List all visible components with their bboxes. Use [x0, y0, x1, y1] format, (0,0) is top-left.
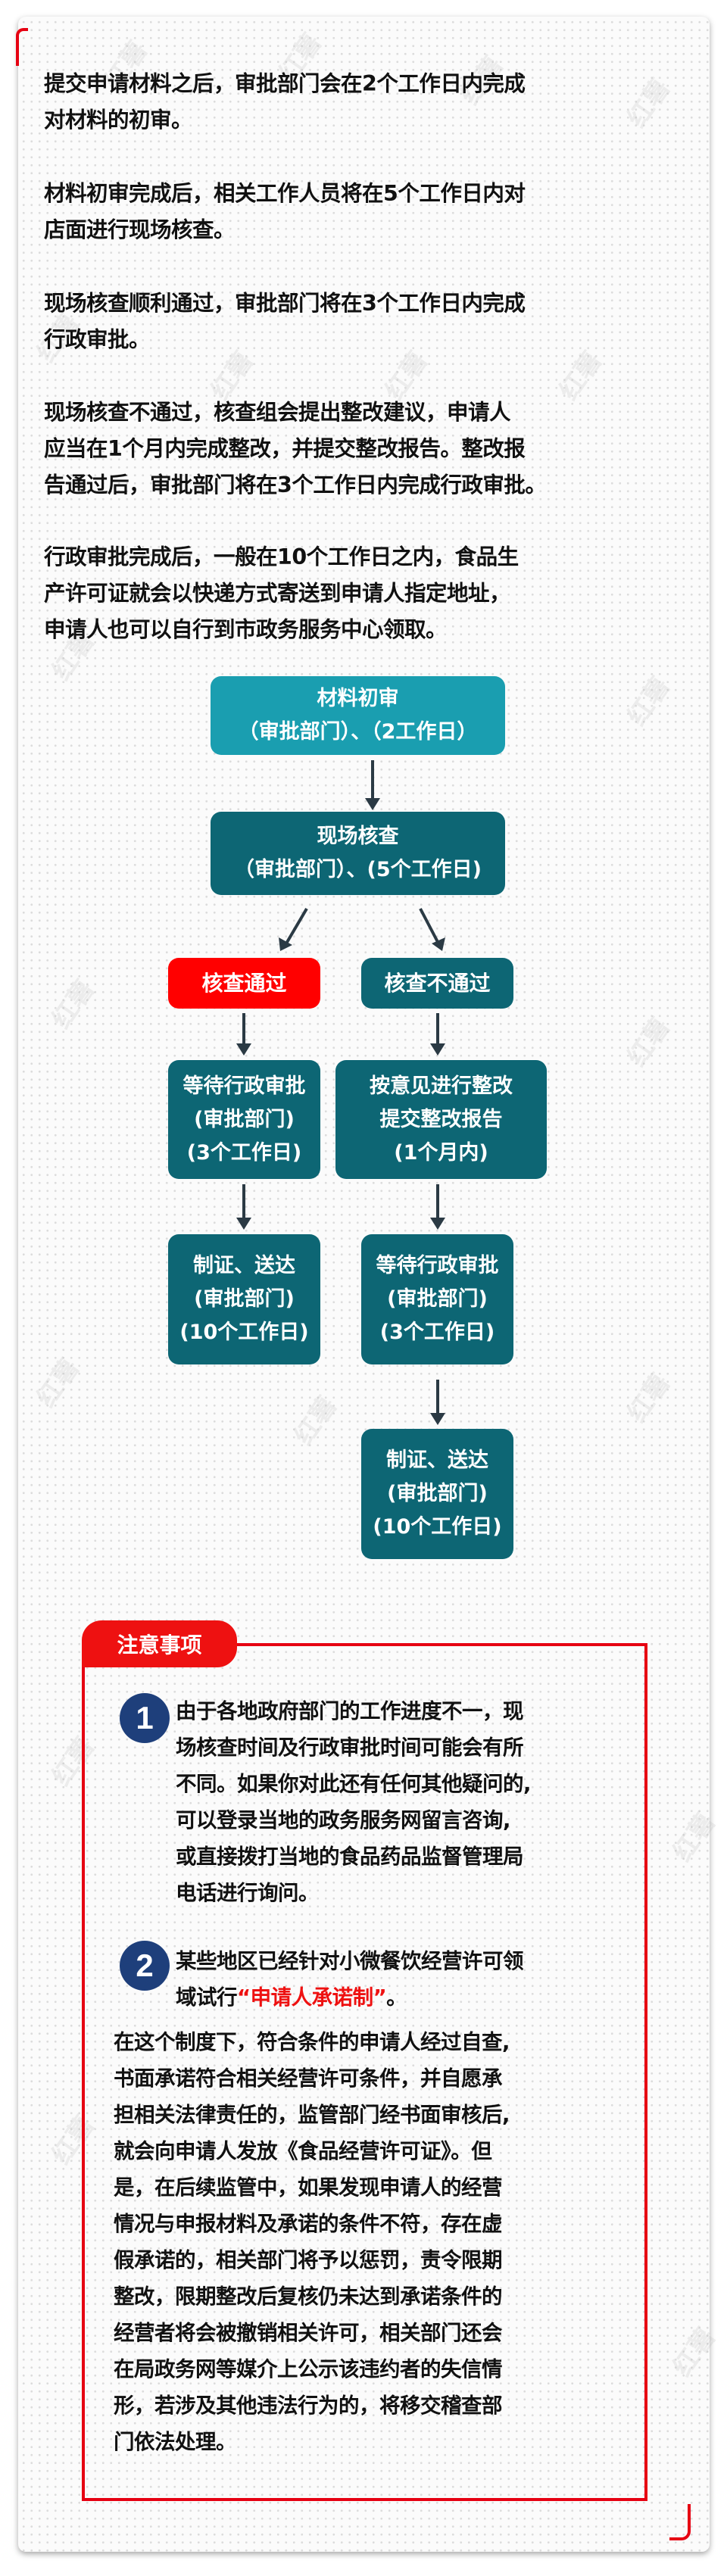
number-badge-1: 1 [120, 1693, 170, 1743]
step-detail: （审批部门）、（2工作日） [238, 720, 478, 744]
notice-detail: 在这个制度下，符合条件的申请人经过自查, 书面承诺符合相关经营许可条件，并自愿承… [114, 2024, 636, 2460]
step-title: 等待行政审批 [376, 1254, 499, 1277]
intro-paragraph-1: 提交申请材料之后，审批部门会在2个工作日内完成 对材料的初审。 [44, 66, 650, 139]
step-title: 材料初审 [317, 687, 399, 710]
arrow-down-icon [236, 1013, 251, 1056]
intro-paragraph-4: 现场核查不通过，核查组会提出整改建议，申请人 应当在1个月内完成整改，并提交整改… [44, 395, 650, 504]
paragraph-line: 行政审批。 [44, 327, 151, 352]
step-pass-wait-approval: 等待行政审批 (审批部门) (3个工作日) [168, 1060, 320, 1179]
notice-detail-line: 经营者将会被撤销相关许可，相关部门还会 [114, 2321, 503, 2345]
paragraph-line: 提交申请材料之后，审批部门会在2个工作日内完成 [44, 71, 526, 96]
notice-box [82, 1643, 647, 2501]
notice-line: 或直接拨打当地的食品药品监督管理局 [176, 1845, 524, 1869]
paragraph-line: 现场核查不通过，核查组会提出整改建议，申请人 [44, 400, 511, 425]
branch-fail-label: 核查不通过 [384, 970, 491, 996]
notice-title: 注意事项 [82, 1620, 237, 1667]
arrow-down-icon [236, 1184, 251, 1230]
paragraph-line: 申请人也可以自行到市政务服务中心领取。 [44, 617, 448, 642]
paragraph-line: 对材料的初审。 [44, 108, 193, 133]
notice-detail-line: 整改，限期整改后复核仍未达到承诺条件的 [114, 2284, 503, 2309]
arrow-down-icon [365, 760, 380, 810]
notice-line: 电话进行询问。 [176, 1881, 320, 1905]
notice-detail-line: 是，在后续监管中，如果发现申请人的经营 [114, 2175, 503, 2200]
step-title: 制证、送达 [386, 1449, 488, 1472]
highlight-applicant-commitment: “申请人承诺制” [237, 1985, 387, 2010]
paragraph-line: 告通过后，审批部门将在3个工作日内完成行政审批。 [44, 472, 547, 497]
number-badge-2: 2 [120, 1941, 170, 1991]
notice-line: 域试行“申请人承诺制”。 [176, 1979, 630, 2016]
paragraph-line: 店面进行现场核查。 [44, 217, 236, 242]
step-duration: (10个工作日) [179, 1321, 309, 1344]
paragraph-line: 现场核查顺利通过，审批部门将在3个工作日内完成 [44, 291, 526, 316]
step-duration: (10个工作日) [373, 1515, 502, 1539]
arrow-down-icon [430, 1184, 445, 1230]
arrow-down-icon [430, 1380, 445, 1425]
step-fail-issue-deliver: 制证、送达 (审批部门) (10个工作日) [361, 1429, 513, 1559]
paragraph-line: 行政审批完成后，一般在10个工作日之内，食品生 [44, 544, 519, 569]
arrow-down-icon [430, 1013, 445, 1056]
step-dept: (审批部门) [194, 1287, 295, 1311]
notice-line-suffix: 。 [386, 1985, 407, 2010]
step-duration: (1个月内) [394, 1140, 488, 1165]
step-dept: (审批部门) [194, 1107, 295, 1131]
notice-detail-line: 情况与申报材料及承诺的条件不符，存在虚 [114, 2212, 503, 2236]
paragraph-line: 产许可证就会以快递方式寄送到申请人指定地址， [44, 581, 511, 606]
branch-fail-badge: 核查不通过 [361, 958, 513, 1009]
notice-detail-line: 形，若涉及其他违法行为的，将移交稽查部 [114, 2394, 503, 2418]
step-duration: (3个工作日) [186, 1140, 302, 1165]
notice-detail-line: 担相关法律责任的，监管部门经书面审核后, [114, 2103, 510, 2127]
corner-bracket-top-left [16, 28, 28, 66]
notice-title-label: 注意事项 [117, 1633, 202, 1658]
notice-line-prefix: 域试行 [176, 1985, 238, 2010]
notice-detail-line: 在这个制度下，符合条件的申请人经过自查, [114, 2030, 510, 2054]
notice-line: 可以登录当地的政务服务网留言咨询, [176, 1808, 510, 1832]
notice-item-1: 由于各地政府部门的工作进度不一，现 场核查时间及行政审批时间可能会有所 不同。如… [176, 1693, 630, 1911]
badge-number: 1 [136, 1700, 154, 1736]
notice-detail-line: 书面承诺符合相关经营许可条件，并自愿承 [114, 2066, 503, 2091]
step-fail-wait-approval: 等待行政审批 (审批部门) (3个工作日) [361, 1234, 513, 1364]
step-title: 现场核查 [317, 825, 399, 848]
intro-paragraph-3: 现场核查顺利通过，审批部门将在3个工作日内完成 行政审批。 [44, 285, 650, 358]
step-dept: (审批部门) [387, 1287, 488, 1311]
notice-line: 某些地区已经针对小微餐饮经营许可领 [176, 1949, 524, 1973]
step-title: 制证、送达 [193, 1254, 295, 1277]
notice-detail-line: 门依法处理。 [114, 2430, 237, 2454]
notice-detail-line: 在局政务网等媒介上公示该违约者的失信情 [114, 2357, 503, 2381]
badge-number: 2 [136, 1948, 154, 1983]
step-dept: (审批部门) [387, 1482, 488, 1505]
step-subtitle: 提交整改报告 [379, 1107, 503, 1131]
corner-bracket-bottom-right [669, 2504, 691, 2540]
step-site-inspection: 现场核查 （审批部门）、(5个工作日) [211, 812, 505, 895]
notice-line: 场核查时间及行政审批时间可能会有所 [176, 1736, 524, 1760]
step-fail-rectify: 按意见进行整改 提交整改报告 (1个月内) [335, 1060, 547, 1179]
arrow-diagonal-left-icon [279, 907, 308, 951]
step-duration: (3个工作日) [379, 1321, 495, 1344]
step-title: 等待行政审批 [183, 1074, 306, 1098]
branch-pass-label: 核查通过 [201, 970, 287, 996]
paragraph-line: 材料初审完成后，相关工作人员将在5个工作日内对 [44, 181, 526, 206]
arrow-diagonal-right-icon [419, 908, 445, 951]
step-detail: （审批部门）、(5个工作日) [234, 858, 482, 881]
step-pass-issue-deliver: 制证、送达 (审批部门) (10个工作日) [168, 1234, 320, 1364]
notice-item-2: 某些地区已经针对小微餐饮经营许可领 域试行“申请人承诺制”。 [176, 1943, 630, 2016]
notice-line: 不同。如果你对此还有任何其他疑问的, [176, 1772, 531, 1796]
paragraph-line: 应当在1个月内完成整改，并提交整改报告。整改报 [44, 436, 526, 461]
step-initial-review: 材料初审 （审批部门）、（2工作日） [211, 676, 505, 755]
notice-line: 由于各地政府部门的工作进度不一，现 [176, 1699, 524, 1723]
step-title: 按意见进行整改 [370, 1074, 513, 1098]
intro-paragraph-2: 材料初审完成后，相关工作人员将在5个工作日内对 店面进行现场核查。 [44, 176, 650, 248]
intro-paragraph-5: 行政审批完成后，一般在10个工作日之内，食品生 产许可证就会以快递方式寄送到申请… [44, 539, 650, 648]
branch-pass-badge: 核查通过 [168, 958, 320, 1009]
notice-detail-line: 就会向申请人发放《食品经营许可证》。但 [114, 2139, 492, 2163]
notice-detail-line: 假承诺的，相关部门将予以惩罚，责令限期 [114, 2248, 503, 2272]
